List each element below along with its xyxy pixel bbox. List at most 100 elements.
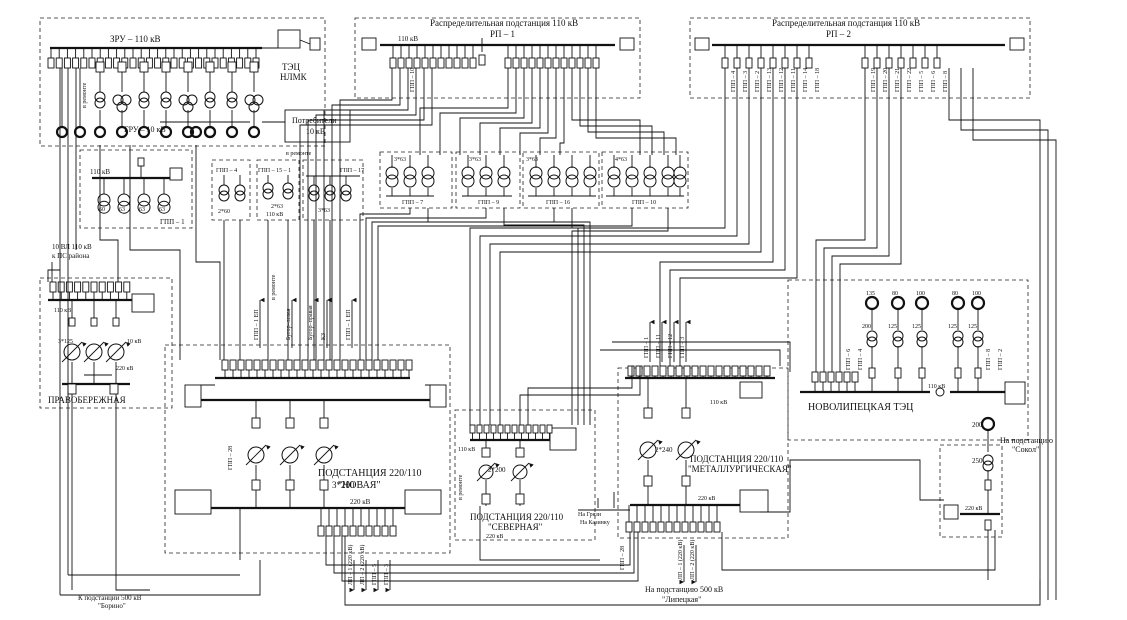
sokol-label-2: "Сокол" <box>1012 445 1039 454</box>
rp1-switch <box>528 57 536 69</box>
prav-rating-right: 10 кВ <box>127 339 141 345</box>
metallurg-220-feeder-switch <box>705 521 713 533</box>
group-winding-hv <box>497 166 511 180</box>
gpp1-transformer-winding-lv <box>157 200 171 214</box>
novaya-feeder-switch <box>253 359 261 371</box>
gpp-group-to-novaya <box>377 208 633 360</box>
metallurg-feeder-switch <box>651 365 659 377</box>
novaya-switch-low <box>251 479 261 491</box>
novaya-110-left-box <box>184 384 202 408</box>
tec-label: ТЭЦ <box>282 62 300 72</box>
prav-switch <box>68 317 76 327</box>
interconnection-path <box>519 366 641 425</box>
metallurg-220-feeder-switch <box>697 521 705 533</box>
severnaya-feeder-switch <box>469 424 476 434</box>
novaya-220-feeder-switch <box>357 525 365 537</box>
gpp-group-to-severnaya <box>503 208 585 425</box>
gpp1-transformer-winding-lv <box>137 200 151 214</box>
interconnection-path <box>195 145 221 360</box>
metallurg-feeder-switch <box>683 365 691 377</box>
nltec-trans-rating: 125 <box>912 324 921 330</box>
severnaya-block: 110 кВ 2*200 в ремонте ПОДСТАНЦИЯ 220/11… <box>454 409 630 541</box>
nltec-gen-rating: 100 <box>916 291 925 297</box>
gpp1-transformer-winding-hv <box>157 193 171 207</box>
tec-unit-switch <box>139 61 149 73</box>
tec-repair-label: в ремонте <box>82 82 88 108</box>
rp1-switch <box>544 57 552 69</box>
rp1-switch <box>389 57 397 69</box>
tec-aux-switch <box>309 37 321 51</box>
novaya-top-feeder-label: Бугор–правая <box>308 305 314 340</box>
tec-feeder-switch <box>63 57 71 69</box>
nltec-transformer-winding-lv <box>972 336 984 348</box>
novaya-repair-label: в ремонте <box>271 274 277 300</box>
rp2-to-nltec <box>815 68 866 372</box>
tec-feeder-switch <box>154 57 162 69</box>
sokol-generator <box>980 416 996 432</box>
novaya-feeder-left: ГПП – 28 <box>228 446 234 470</box>
metallurg-feeder-switch <box>731 365 739 377</box>
gpp16-border <box>522 151 600 209</box>
rp1-switch <box>445 57 453 69</box>
rp2-feeder-label: ГПП – 8 <box>943 71 949 92</box>
rp1-switch <box>576 57 584 69</box>
novaya-220-switches <box>317 508 397 537</box>
nltec-feeder-switch <box>819 371 827 383</box>
rp1-right-box <box>619 37 635 51</box>
interconnection-path <box>129 145 181 360</box>
novaya-switch-low <box>285 479 295 491</box>
gpp15-transformers <box>262 175 294 200</box>
tec-nlmk-block: ЗРУ – 110 кВ ТЭЦ НЛМК ГРУ – 10 кВ в ремо… <box>39 17 326 147</box>
rp1-block: Распределительная подстанция 110 кВ РП –… <box>354 17 641 99</box>
gpp1-aux-box <box>169 167 183 181</box>
metallurg-feeder-switch <box>699 365 707 377</box>
rp2-feeder-label: ГПП – 12 <box>779 68 785 92</box>
rp1-switch <box>453 57 461 69</box>
nlmk-label: НЛМК <box>280 72 308 82</box>
severnaya-outgoing-lines <box>578 492 630 511</box>
rp2-to-severnaya <box>489 68 750 425</box>
metallurg-feeder-left: ГПП – 28 <box>620 546 626 570</box>
gpp15-transformer-winding-lv <box>262 188 274 200</box>
sokol-transformer-winding-hv <box>982 454 994 466</box>
rp1-to-gpp10 <box>579 68 653 155</box>
metallurg-220-feeder-switch <box>625 521 633 533</box>
tec-3w-winding-a <box>112 94 124 106</box>
group-winding-hv <box>385 166 399 180</box>
severnaya-voltage-110: 110 кВ <box>458 447 475 453</box>
metallurg-220-feeder-switch <box>633 521 641 533</box>
gpp-group-to-severnaya <box>571 208 579 425</box>
tec-transformer-winding-lv <box>138 97 150 109</box>
gpp9-rating: 3*63 <box>469 157 481 163</box>
group-winding-lv <box>607 174 621 188</box>
novaya-switch <box>251 417 261 429</box>
nltec-border <box>787 279 1029 441</box>
severnaya-switch-low <box>515 493 525 505</box>
tec-transformer-winding-lv <box>94 97 106 109</box>
metallurg-bottom-feeder-label: ЛП – 1 (220 кВ) <box>677 540 684 580</box>
tec-transformer-winding-lv <box>160 97 172 109</box>
prav-border <box>39 277 173 409</box>
prav-aux-box <box>131 293 155 313</box>
rp2-to-metallurg <box>659 68 774 366</box>
severnaya-switch <box>515 447 525 458</box>
metallurg-top-feeder-label: ГПП – 3 <box>680 337 686 358</box>
metallurg-220-feeder-switch <box>665 521 673 533</box>
rp2-feeder-switches <box>721 45 941 69</box>
rp1-switch <box>568 57 576 69</box>
tec-generator <box>55 125 69 139</box>
novaya-feeder-switch <box>341 359 349 371</box>
rp1-to-gpp-group <box>499 68 541 155</box>
rp1-switch <box>560 57 568 69</box>
novaya-feeder-switch <box>397 359 405 371</box>
group-winding-hv <box>421 166 435 180</box>
rp2-feeder-label: ГПП – 18 <box>815 68 821 92</box>
group-winding-lv <box>565 174 579 188</box>
prav-switch <box>90 317 98 327</box>
metallurg-autotransformer-circle <box>677 441 695 459</box>
rp1-switch <box>413 57 421 69</box>
gpp1-rating: 63 <box>139 207 145 213</box>
